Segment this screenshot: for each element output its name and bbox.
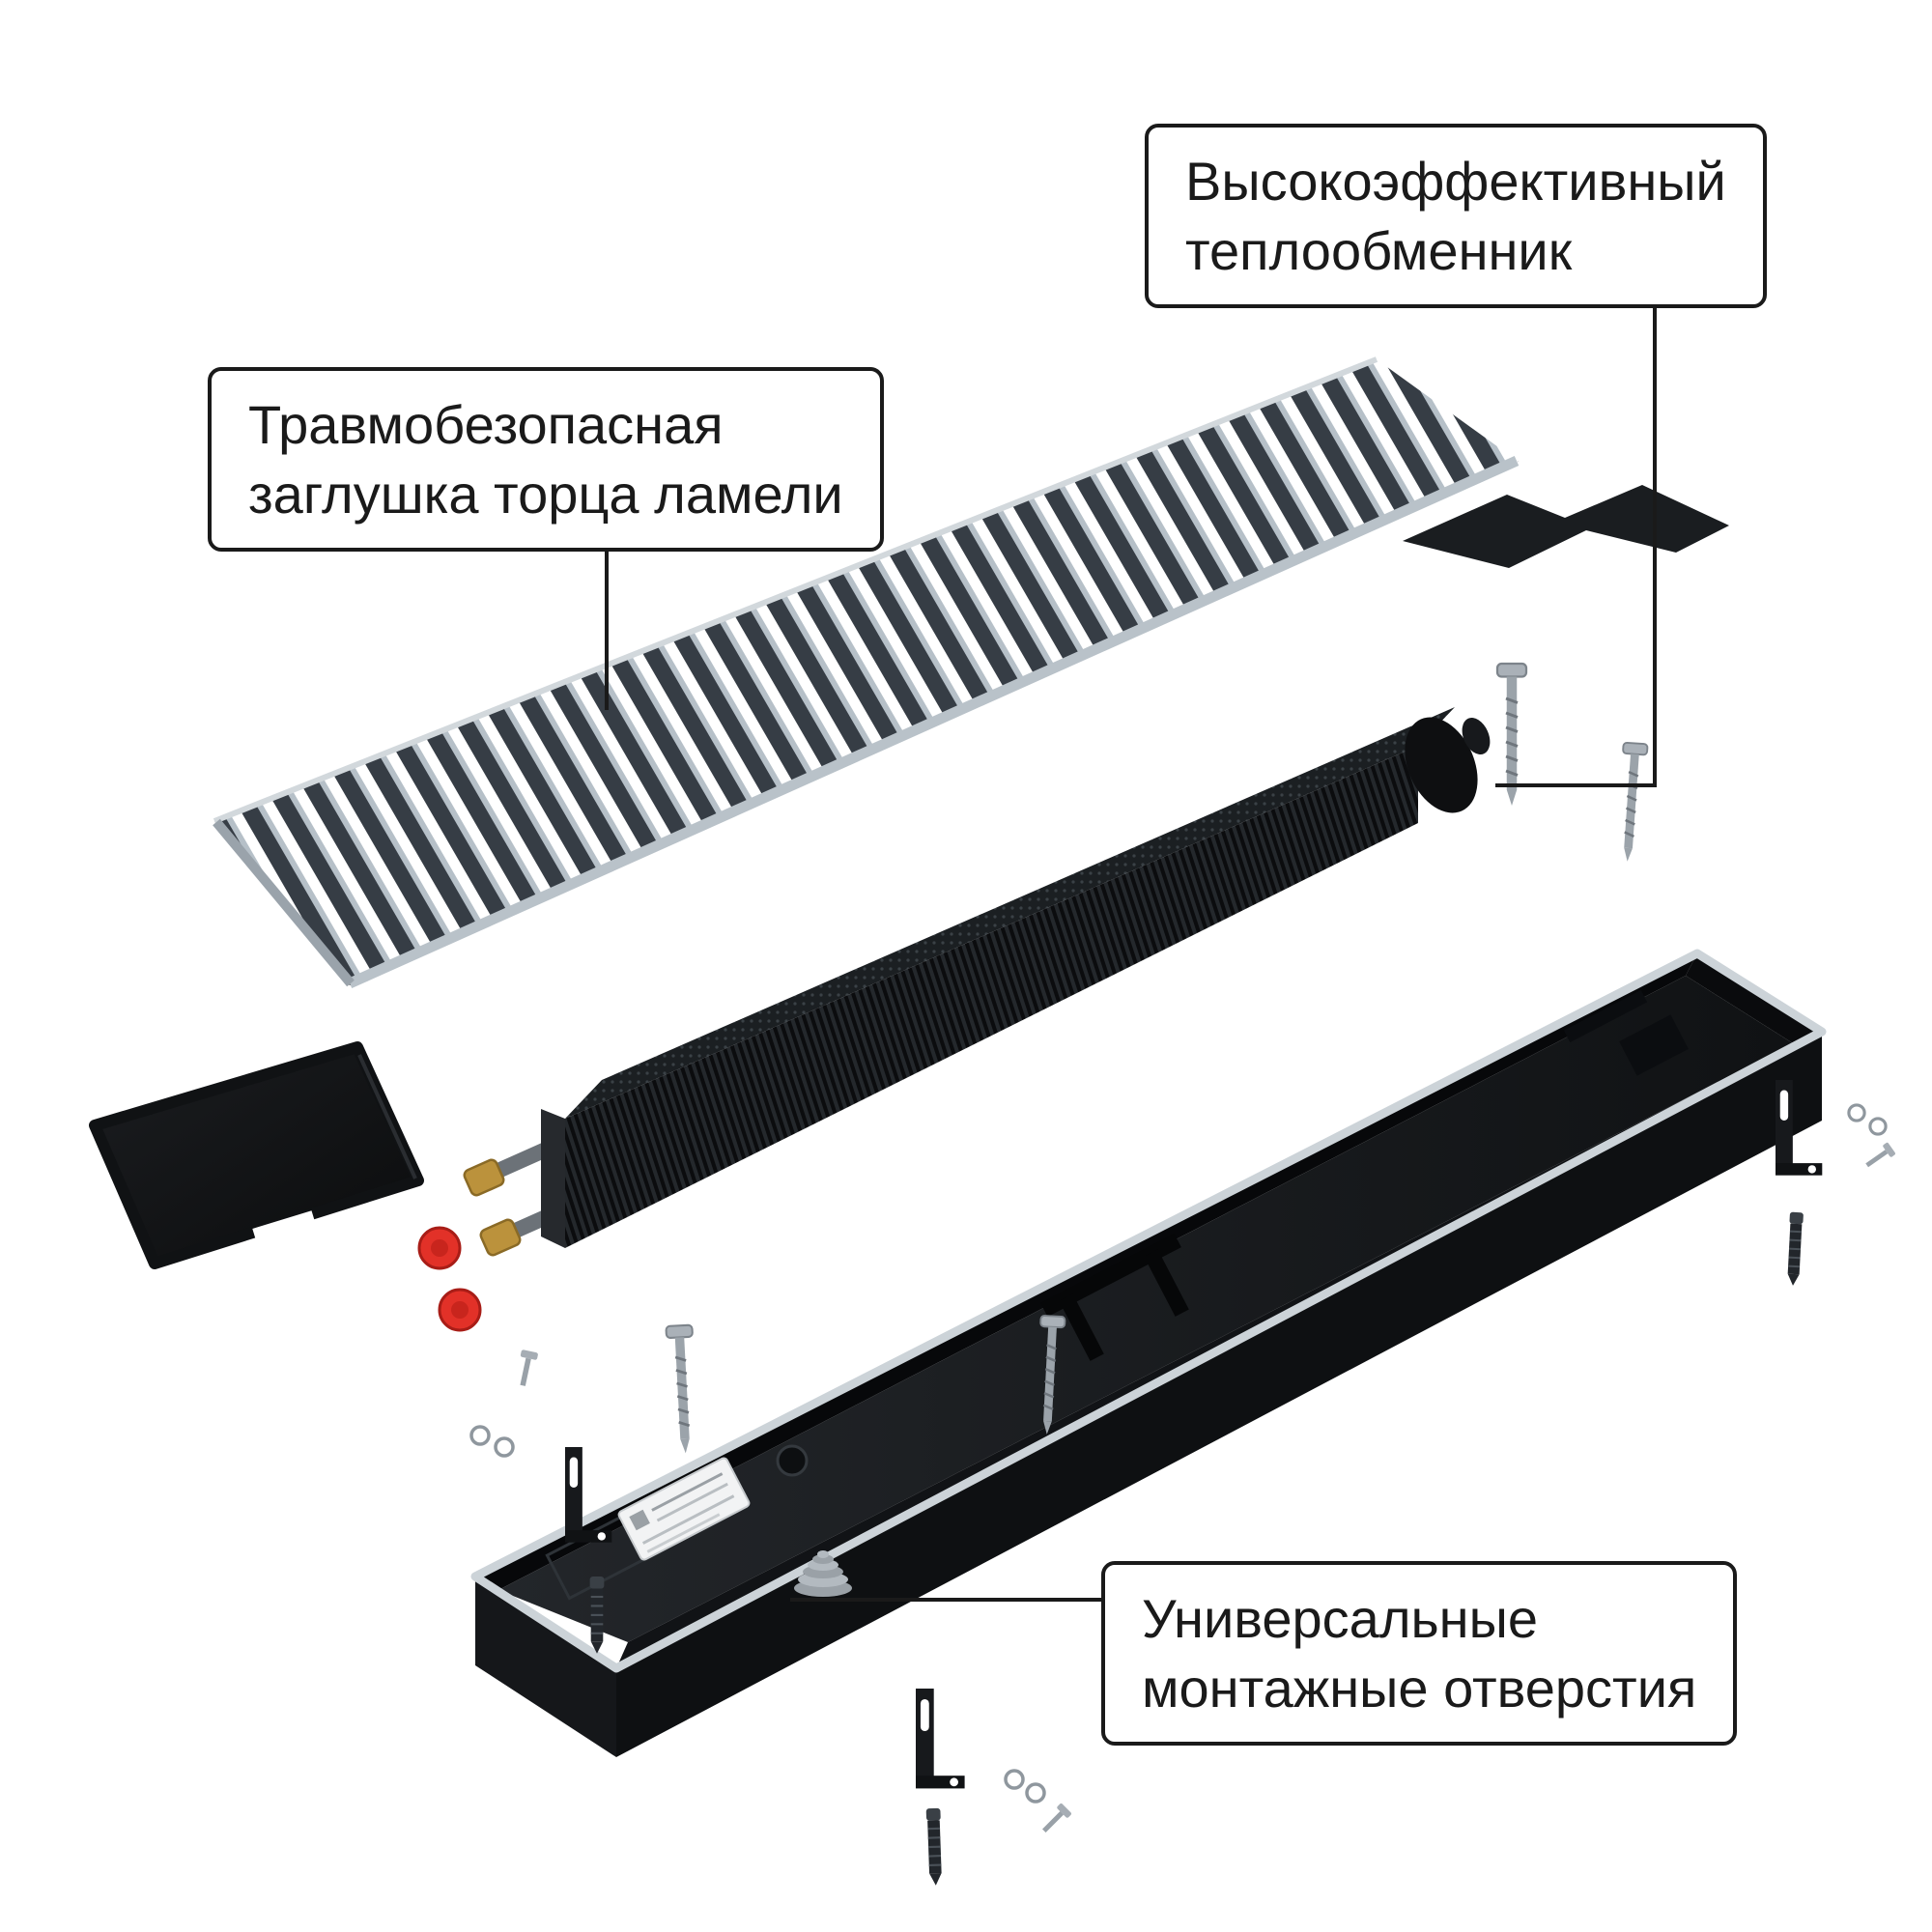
- casing-front-wall: [616, 1032, 1822, 1757]
- grille-far-rail: [213, 356, 1378, 824]
- grille-near-rail: [347, 455, 1520, 989]
- exchanger-fins: [565, 746, 1418, 1248]
- washer-icon: [494, 1436, 515, 1458]
- washer-icon: [1847, 1103, 1866, 1122]
- internal-bracket: [1040, 1233, 1189, 1361]
- exchanger-top-pins: [565, 707, 1455, 1119]
- end-cover-bend: [357, 1054, 417, 1179]
- dowel-icon: [1785, 1210, 1804, 1288]
- exchanger-right-nub: [1462, 717, 1491, 755]
- callout-text: теплообменник: [1185, 219, 1573, 281]
- callout-mounting-holes: Универсальные монтажные отверстия: [1101, 1561, 1738, 1747]
- callout-text: монтажные отверстия: [1142, 1657, 1697, 1719]
- far-corner-bracket: [1563, 990, 1689, 1076]
- dowel-icon: [588, 1575, 606, 1655]
- callout-line-heat-exchanger: [1495, 290, 1657, 787]
- washer-icon: [1025, 1782, 1046, 1804]
- end-cover: [89, 1041, 424, 1269]
- bracket-icon: [916, 1689, 965, 1789]
- grille-slats: [214, 359, 1519, 985]
- protective-cap-red: [417, 1226, 482, 1332]
- exchanger-right-header: [1405, 717, 1478, 813]
- brass-union-nut: [463, 1158, 505, 1197]
- washer-icon: [1004, 1769, 1025, 1790]
- screw-icon: [1613, 741, 1649, 864]
- exchanger-left-endplate: [541, 1109, 565, 1248]
- decorative-grille: [213, 356, 1729, 989]
- end-cover-plate: [89, 1041, 424, 1269]
- casing-silver-rim: [470, 949, 1827, 1673]
- callout-text: Травмобезопасная: [248, 394, 724, 455]
- end-cover-notch: [252, 1210, 320, 1255]
- callout-text: Высокоэффективный: [1185, 151, 1726, 212]
- floor-hole: [776, 1444, 809, 1477]
- heat-exchanger: [417, 707, 1491, 1332]
- callout-text: заглушка торца ламели: [248, 463, 843, 525]
- grille-end-bracket: [1403, 485, 1729, 568]
- brass-union-nut: [479, 1218, 522, 1257]
- casing-interior-details: [545, 990, 1689, 1601]
- callout-heat-exchanger: Высокоэффективный теплообменник: [1145, 124, 1767, 309]
- grommet-plug: [794, 1550, 852, 1597]
- callout-text: Универсальные: [1142, 1588, 1538, 1649]
- product-label: [617, 1457, 751, 1561]
- screw-icon: [665, 1323, 700, 1456]
- bolt-icon: [1862, 1142, 1896, 1172]
- grille-end-rail: [213, 818, 355, 987]
- bolt-icon: [514, 1349, 539, 1388]
- casing-inner-right-wall: [1686, 953, 1822, 1043]
- washer-icon: [469, 1425, 491, 1446]
- callout-lines: [605, 290, 1657, 1602]
- bolt-icon: [1038, 1803, 1072, 1836]
- casing-left-wall: [475, 1577, 616, 1757]
- casing: [470, 949, 1827, 1757]
- washer-icon: [1868, 1117, 1888, 1136]
- dowel-icon: [924, 1806, 945, 1888]
- callout-lamella-cap: Травмобезопасная заглушка торца ламели: [208, 367, 884, 553]
- casing-floor: [498, 976, 1793, 1642]
